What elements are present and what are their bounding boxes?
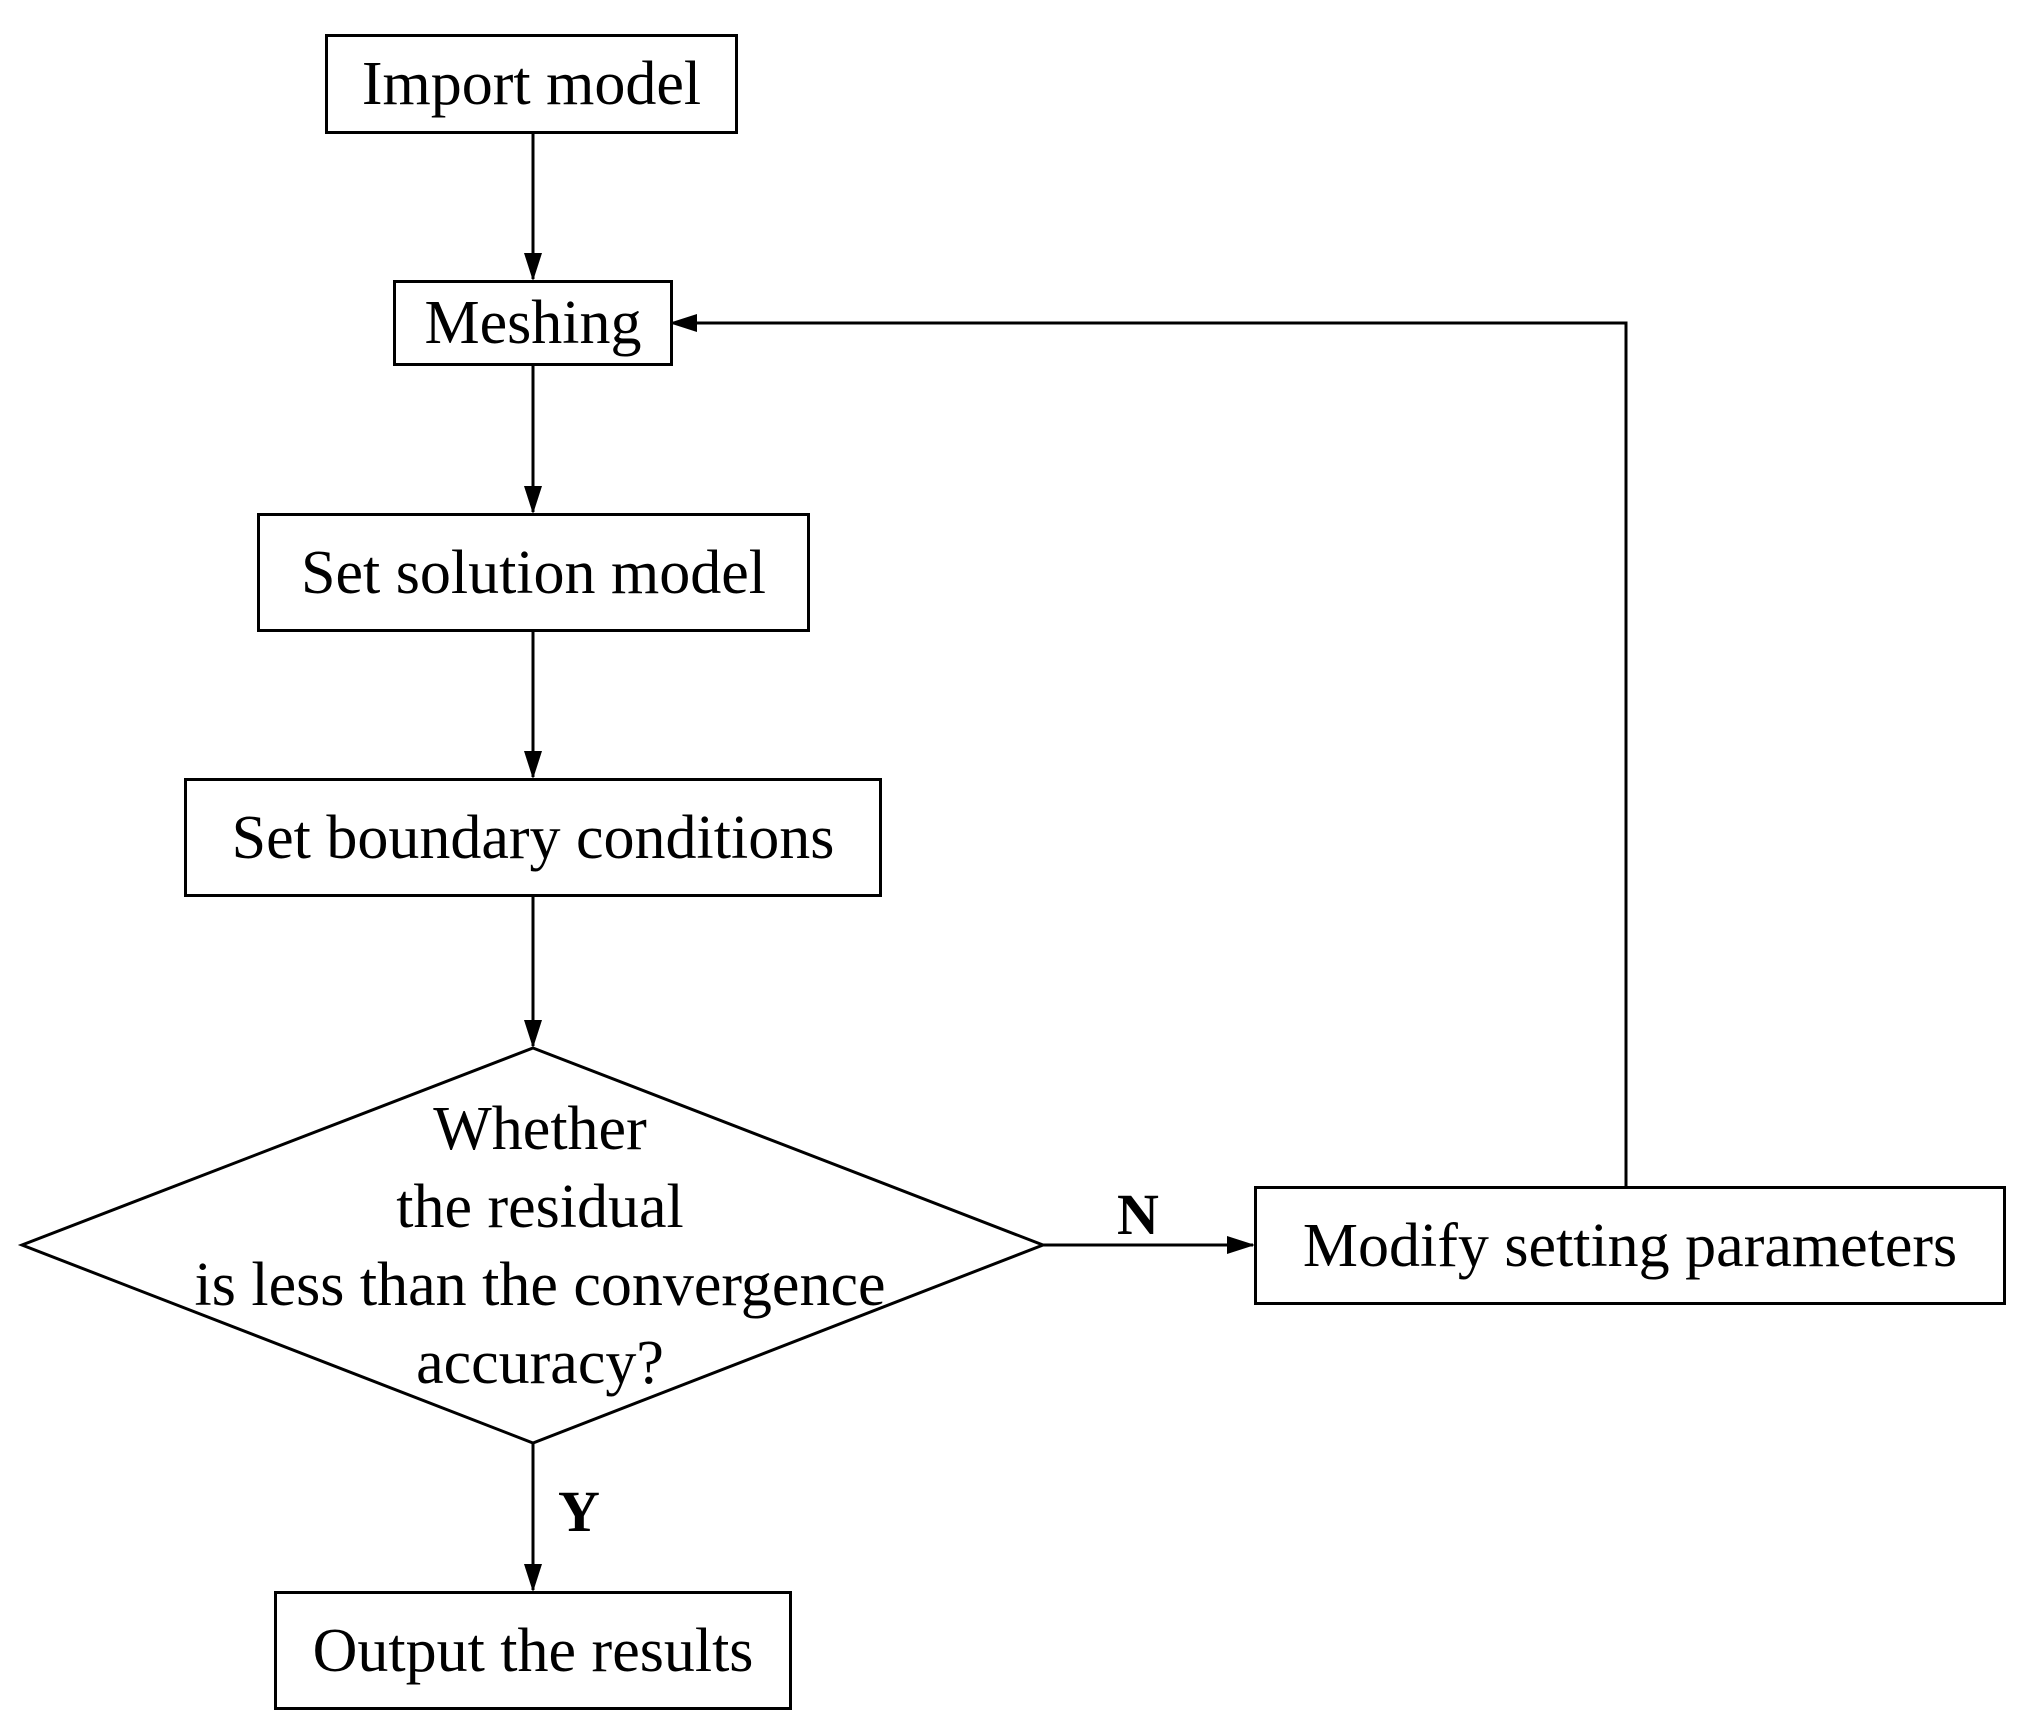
node-output-results: Output the results xyxy=(274,1591,792,1710)
decision-question: Whether the residual is less than the co… xyxy=(120,1090,960,1402)
node-import-model-label: Import model xyxy=(361,50,702,118)
decision-line-3: is less than the convergence xyxy=(194,1251,886,1319)
node-output-results-label: Output the results xyxy=(312,1616,754,1685)
node-modify-setting-parameters-label: Modify setting parameters xyxy=(1302,1211,1958,1280)
node-set-solution-model-label: Set solution model xyxy=(301,538,766,607)
node-set-boundary-conditions: Set boundary conditions xyxy=(184,778,882,897)
decision-line-4: accuracy? xyxy=(416,1329,664,1397)
node-set-solution-model: Set solution model xyxy=(257,513,810,632)
edge-label-yes: Y xyxy=(558,1479,600,1544)
node-modify-setting-parameters: Modify setting parameters xyxy=(1254,1186,2006,1305)
node-meshing-label: Meshing xyxy=(424,289,642,357)
node-set-boundary-conditions-label: Set boundary conditions xyxy=(231,803,835,872)
edge-label-no: N xyxy=(1117,1182,1159,1247)
decision-line-1: Whether xyxy=(433,1095,647,1163)
node-import-model: Import model xyxy=(325,34,738,134)
arrow-modify-to-meshing xyxy=(669,314,1628,1186)
decision-line-2: the residual xyxy=(396,1173,684,1241)
node-meshing: Meshing xyxy=(393,280,673,366)
